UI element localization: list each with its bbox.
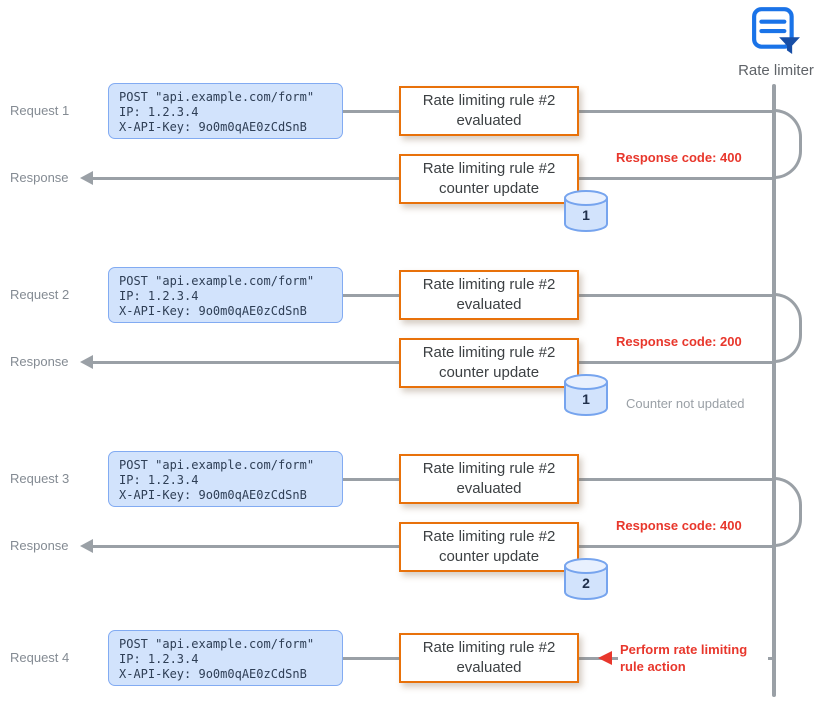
- response-code-note: Response code: 400: [616, 150, 742, 165]
- arc-connector: [774, 293, 802, 363]
- database-icon: [564, 190, 608, 232]
- request-api-key: X-API-Key: 9o0m0qAE0zCdSnB: [119, 488, 307, 502]
- database-icon: [564, 374, 608, 416]
- rule-evaluated-box: Rate limiting rule #2 evaluated: [399, 454, 579, 504]
- rate-limiter-icon: [752, 7, 800, 54]
- counter-update-box: Rate limiting rule #2 counter update: [399, 338, 579, 388]
- rule-evaluated-line2: evaluated: [456, 296, 522, 313]
- request-method: POST "api.example.com/form": [119, 637, 315, 651]
- request-ip: IP: 1.2.3.4: [119, 105, 199, 119]
- actor-label: Rate limiter: [738, 62, 814, 79]
- counter-update-line2: counter update: [438, 548, 540, 565]
- counter-value: 1: [582, 207, 590, 223]
- rule-evaluated-line2: evaluated: [456, 480, 522, 497]
- rule-evaluated-line2: evaluated: [456, 659, 522, 676]
- rule-evaluated-line1: Rate limiting rule #2: [422, 639, 556, 656]
- lifeline: [772, 84, 776, 697]
- request-ip: IP: 1.2.3.4: [119, 473, 199, 487]
- rule-evaluated-box: Rate limiting rule #2 evaluated: [399, 86, 579, 136]
- rule-evaluated-box: Rate limiting rule #2 evaluated: [399, 633, 579, 683]
- arc-connector: [774, 109, 802, 179]
- rule-evaluated-line1: Rate limiting rule #2: [422, 92, 556, 109]
- counter-value: 1: [582, 391, 590, 407]
- counter-update-box: Rate limiting rule #2 counter update: [399, 154, 579, 204]
- request-box: POST "api.example.com/form" IP: 1.2.3.4 …: [108, 630, 343, 686]
- rule-evaluated-line1: Rate limiting rule #2: [422, 276, 556, 293]
- response-label: Response: [10, 538, 69, 553]
- counter-update-line2: counter update: [438, 364, 540, 381]
- request-label: Request 2: [10, 287, 70, 302]
- request-label: Request 3: [10, 471, 70, 486]
- request-ip: IP: 1.2.3.4: [119, 652, 199, 666]
- database-icon: [564, 558, 608, 600]
- counter-update-line2: counter update: [438, 180, 540, 197]
- request-method: POST "api.example.com/form": [119, 458, 315, 472]
- response-code-note: Response code: 400: [616, 518, 742, 533]
- counter-value: 2: [582, 575, 590, 591]
- counter-update-line1: Rate limiting rule #2: [422, 528, 556, 545]
- counter-update-box: Rate limiting rule #2 counter update: [399, 522, 579, 572]
- rule-evaluated-box: Rate limiting rule #2 evaluated: [399, 270, 579, 320]
- rule-action-arrow-icon: [598, 651, 612, 665]
- request-method: POST "api.example.com/form": [119, 274, 315, 288]
- rule-evaluated-line2: evaluated: [456, 112, 522, 129]
- response-label: Response: [10, 354, 69, 369]
- counter-note: Counter not updated: [626, 396, 745, 411]
- request-box: POST "api.example.com/form" IP: 1.2.3.4 …: [108, 451, 343, 507]
- request-label: Request 4: [10, 650, 70, 665]
- request-api-key: X-API-Key: 9o0m0qAE0zCdSnB: [119, 667, 307, 681]
- request-method: POST "api.example.com/form": [119, 90, 315, 104]
- request-api-key: X-API-Key: 9o0m0qAE0zCdSnB: [119, 304, 307, 318]
- request-box: POST "api.example.com/form" IP: 1.2.3.4 …: [108, 83, 343, 139]
- response-code-note: Response code: 200: [616, 334, 742, 349]
- rule-action-note: Perform rate limiting rule action: [618, 640, 768, 676]
- counter-update-line1: Rate limiting rule #2: [422, 160, 556, 177]
- response-arrow-icon: [80, 171, 93, 185]
- counter-update-line1: Rate limiting rule #2: [422, 344, 556, 361]
- rule-evaluated-line1: Rate limiting rule #2: [422, 460, 556, 477]
- request-box: POST "api.example.com/form" IP: 1.2.3.4 …: [108, 267, 343, 323]
- request-api-key: X-API-Key: 9o0m0qAE0zCdSnB: [119, 120, 307, 134]
- response-arrow-icon: [80, 539, 93, 553]
- request-ip: IP: 1.2.3.4: [119, 289, 199, 303]
- response-arrow-icon: [80, 355, 93, 369]
- arc-connector: [774, 477, 802, 547]
- response-label: Response: [10, 170, 69, 185]
- request-label: Request 1: [10, 103, 70, 118]
